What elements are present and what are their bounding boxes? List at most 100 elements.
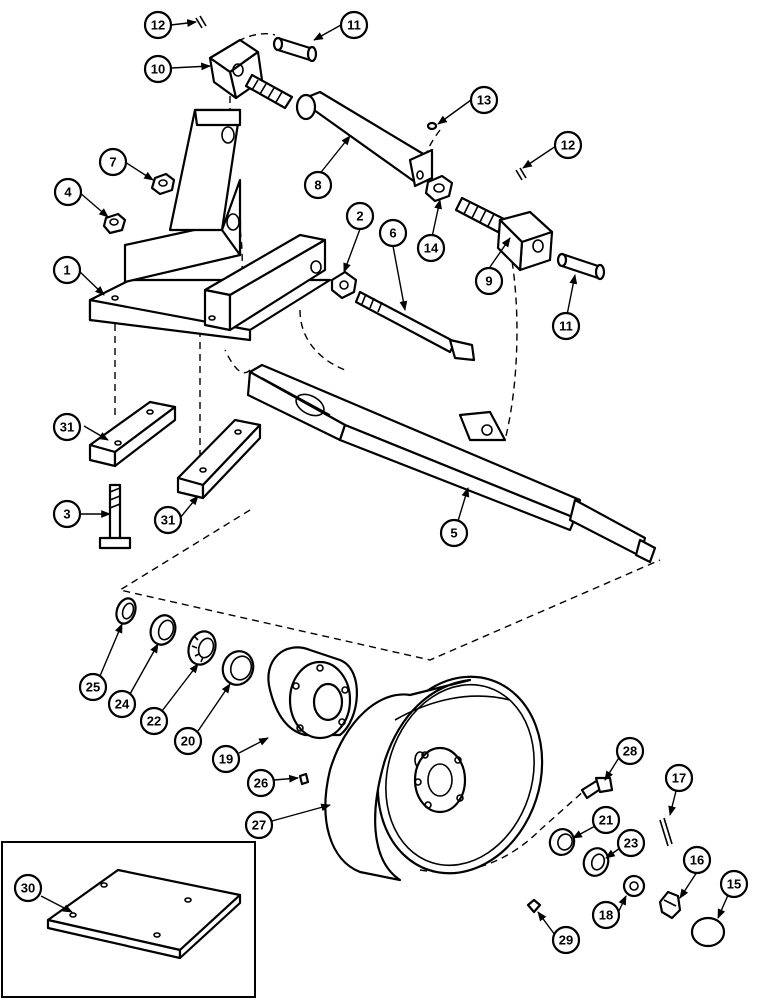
callout-label: 31 bbox=[161, 513, 175, 528]
callout-label: 5 bbox=[450, 526, 457, 541]
callout-9[interactable]: 9 bbox=[474, 266, 504, 296]
shim-plate-left bbox=[88, 400, 177, 468]
bearing-cone-23 bbox=[582, 847, 610, 877]
dust-cap-15 bbox=[690, 916, 726, 948]
bolt-6 bbox=[354, 290, 476, 362]
bushing-2 bbox=[330, 270, 358, 300]
callout-label: 21 bbox=[599, 813, 613, 828]
callout-5[interactable]: 5 bbox=[439, 518, 469, 548]
callout-label: 25 bbox=[86, 680, 100, 695]
callout-12[interactable]: 12 bbox=[553, 130, 583, 160]
callout-16[interactable]: 16 bbox=[682, 845, 712, 875]
nut-14 bbox=[424, 174, 454, 203]
bearing-cup-24 bbox=[149, 614, 177, 646]
callout-label: 11 bbox=[347, 18, 361, 33]
callout-12[interactable]: 12 bbox=[143, 10, 173, 40]
bearing-cup-20 bbox=[221, 650, 255, 686]
plate-30 bbox=[46, 868, 242, 960]
pin-11-top bbox=[272, 36, 318, 63]
callout-8[interactable]: 8 bbox=[303, 170, 333, 200]
wheel-hub bbox=[267, 646, 359, 740]
callout-label: 7 bbox=[109, 155, 116, 170]
bearing-cup-21 bbox=[548, 828, 576, 856]
callout-label: 17 bbox=[672, 771, 686, 786]
callout-28[interactable]: 28 bbox=[615, 736, 645, 766]
bearing-cone-22 bbox=[187, 630, 217, 666]
callout-24[interactable]: 24 bbox=[107, 689, 137, 719]
callout-4[interactable]: 4 bbox=[53, 177, 83, 207]
callout-label: 18 bbox=[599, 908, 613, 923]
callout-19[interactable]: 19 bbox=[211, 744, 241, 774]
callout-label: 22 bbox=[147, 714, 161, 729]
callout-30[interactable]: 30 bbox=[13, 873, 43, 903]
callout-22[interactable]: 22 bbox=[139, 706, 169, 736]
callout-7[interactable]: 7 bbox=[98, 147, 128, 177]
wheel-bolt-28 bbox=[580, 776, 614, 800]
callout-label: 31 bbox=[60, 420, 74, 435]
callout-26[interactable]: 26 bbox=[246, 768, 276, 798]
callout-label: 29 bbox=[559, 933, 573, 948]
callout-label: 13 bbox=[477, 93, 491, 108]
callout-13[interactable]: 13 bbox=[469, 85, 499, 115]
callout-11[interactable]: 11 bbox=[551, 311, 581, 341]
callout-label: 24 bbox=[115, 697, 130, 712]
cotter-pin-12-top bbox=[195, 15, 207, 29]
bolt-3 bbox=[98, 483, 132, 550]
clevis-10 bbox=[208, 38, 294, 110]
callout-label: 23 bbox=[624, 836, 638, 851]
callout-1[interactable]: 1 bbox=[52, 255, 82, 285]
callout-label: 3 bbox=[63, 507, 70, 522]
callout-31[interactable]: 31 bbox=[153, 505, 183, 535]
callout-label: 12 bbox=[561, 138, 575, 153]
callout-label: 10 bbox=[151, 62, 165, 77]
clevis-9 bbox=[454, 196, 554, 272]
wheel-stud-26 bbox=[298, 772, 310, 786]
callout-25[interactable]: 25 bbox=[78, 672, 108, 702]
callout-label: 28 bbox=[623, 744, 637, 759]
callout-label: 15 bbox=[727, 877, 741, 892]
callout-label: 20 bbox=[181, 734, 195, 749]
shim-plate-right bbox=[176, 418, 262, 500]
callout-10[interactable]: 10 bbox=[143, 54, 173, 84]
callout-17[interactable]: 17 bbox=[664, 763, 694, 793]
callout-20[interactable]: 20 bbox=[173, 726, 203, 756]
callout-29[interactable]: 29 bbox=[551, 925, 581, 955]
callout-label: 4 bbox=[64, 185, 72, 200]
callout-6[interactable]: 6 bbox=[378, 218, 408, 248]
callout-label: 2 bbox=[356, 209, 363, 224]
callout-27[interactable]: 27 bbox=[244, 810, 274, 840]
callout-label: 9 bbox=[485, 274, 492, 289]
callout-11[interactable]: 11 bbox=[339, 10, 369, 40]
nut-7 bbox=[150, 172, 176, 196]
callout-label: 14 bbox=[424, 241, 439, 256]
callout-label: 19 bbox=[219, 752, 233, 767]
callout-18[interactable]: 18 bbox=[591, 900, 621, 930]
callout-label: 1 bbox=[63, 263, 70, 278]
wheel-rim bbox=[324, 675, 544, 882]
cotter-pin-12-right bbox=[515, 167, 527, 181]
pin-11-right bbox=[556, 252, 606, 281]
castle-nut-16 bbox=[658, 890, 682, 920]
mounting-bracket bbox=[88, 108, 332, 342]
callout-label: 16 bbox=[690, 853, 704, 868]
washer-18 bbox=[622, 874, 646, 898]
grease-fitting-13 bbox=[426, 121, 438, 131]
hydraulic-cylinder bbox=[295, 90, 434, 188]
callout-31[interactable]: 31 bbox=[52, 412, 82, 442]
callout-3[interactable]: 3 bbox=[52, 499, 82, 529]
callout-2[interactable]: 2 bbox=[345, 201, 375, 231]
cotter-pin-17 bbox=[659, 817, 673, 847]
seal-25 bbox=[115, 597, 137, 625]
callout-15[interactable]: 15 bbox=[719, 869, 749, 899]
callout-label: 12 bbox=[151, 18, 165, 33]
callout-label: 26 bbox=[254, 776, 268, 791]
callout-label: 6 bbox=[389, 226, 396, 241]
callout-label: 30 bbox=[21, 881, 35, 896]
callout-label: 11 bbox=[559, 319, 573, 334]
callout-14[interactable]: 14 bbox=[416, 233, 446, 263]
callout-21[interactable]: 21 bbox=[591, 805, 621, 835]
inset-box bbox=[1, 841, 256, 998]
callout-23[interactable]: 23 bbox=[616, 828, 646, 858]
valve-stem-29 bbox=[526, 898, 542, 914]
